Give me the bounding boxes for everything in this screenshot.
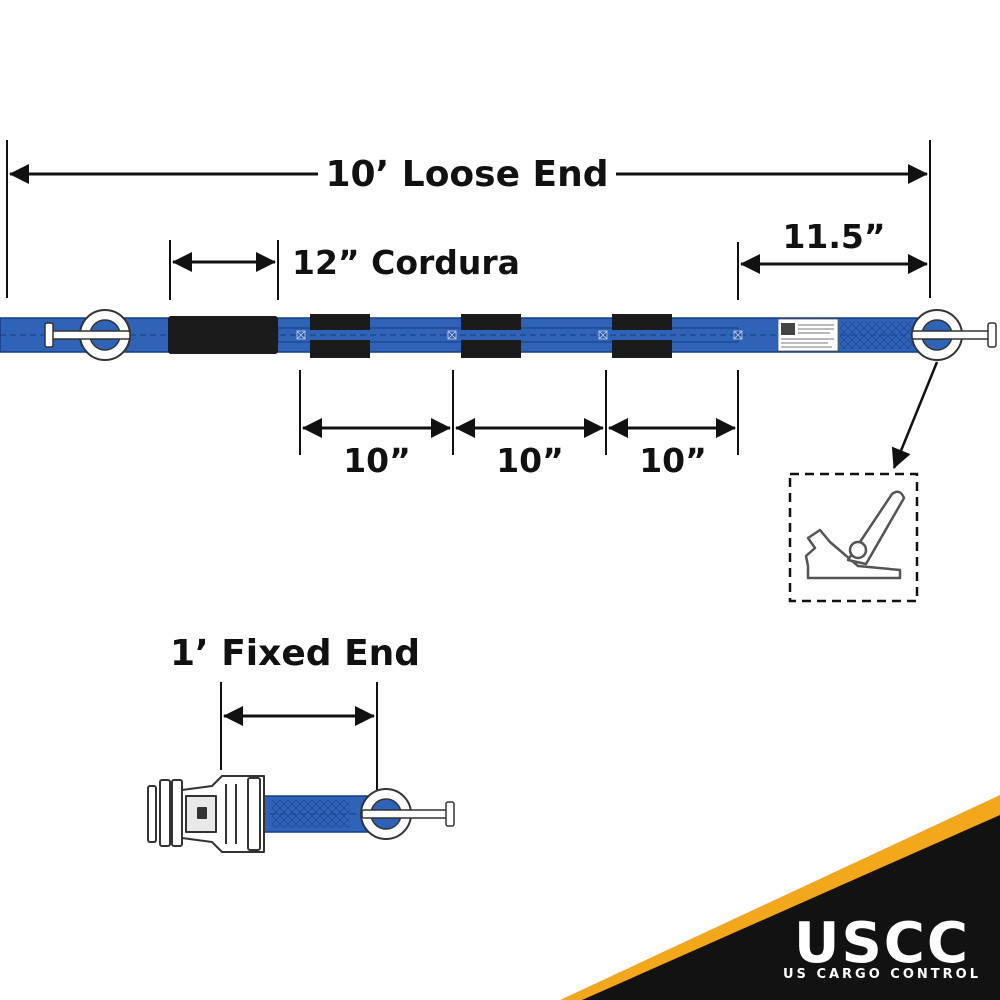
spacing-dimensions: 10” 10” 10”	[299, 370, 739, 480]
box-x-stitch-icon	[733, 330, 743, 340]
ratchet-buckle-icon	[147, 775, 265, 853]
left-spring-fitting-icon	[44, 309, 131, 361]
box-x-stitch-icon	[447, 330, 457, 340]
spacer-pads	[310, 314, 672, 358]
spacing-label: 10”	[496, 441, 564, 480]
cordura-label: 12” Cordura	[292, 243, 520, 282]
spacer-pad-bottom	[461, 340, 521, 358]
spacer-pad-top	[310, 314, 370, 330]
spacing-label: 10”	[639, 441, 707, 480]
loose-end-strap-assembly: 10’ Loose End 12” Cordura 11.5”	[0, 140, 997, 603]
fixed-end-strap-assembly: 1’ Fixed End	[147, 633, 455, 853]
box-x-stitch-icon	[296, 330, 306, 340]
uscc-logo: USCC	[794, 911, 970, 976]
spacer-pad-top	[461, 314, 521, 330]
product-tag-icon	[777, 318, 839, 352]
brand-tagline: US CARGO CONTROL	[783, 967, 981, 982]
gold-speckle	[617, 820, 968, 978]
fixed-end-spring-fitting-icon	[360, 788, 455, 840]
cordura-sleeve	[168, 316, 278, 354]
spacer-pad-bottom	[310, 340, 370, 358]
spacer-pad-bottom	[612, 340, 672, 358]
brand-corner: USCC US CARGO CONTROL	[560, 795, 1000, 1000]
loose-end-label: 10’ Loose End	[325, 154, 608, 195]
cordura-dimension: 12” Cordura	[169, 240, 520, 300]
fixed-end-dimension	[220, 682, 378, 790]
loose-end-dimension: 10’ Loose End	[6, 140, 931, 298]
spacing-label: 10”	[343, 441, 411, 480]
fitting-detail-inset	[788, 472, 919, 603]
right-spring-fitting-icon	[911, 309, 997, 361]
hook-offset-label: 11.5”	[782, 217, 885, 256]
hook-offset-dimension: 11.5”	[737, 217, 928, 300]
spacer-pad-top	[612, 314, 672, 330]
black-corner	[582, 815, 1000, 1000]
box-x-stitch-icon	[598, 330, 608, 340]
fixed-end-label: 1’ Fixed End	[170, 633, 420, 674]
e-track-spring-fitting-icon	[804, 490, 906, 580]
stitch-markers	[296, 330, 743, 340]
webbing-stitch-pattern	[840, 321, 912, 349]
callout-arrow	[891, 361, 939, 469]
